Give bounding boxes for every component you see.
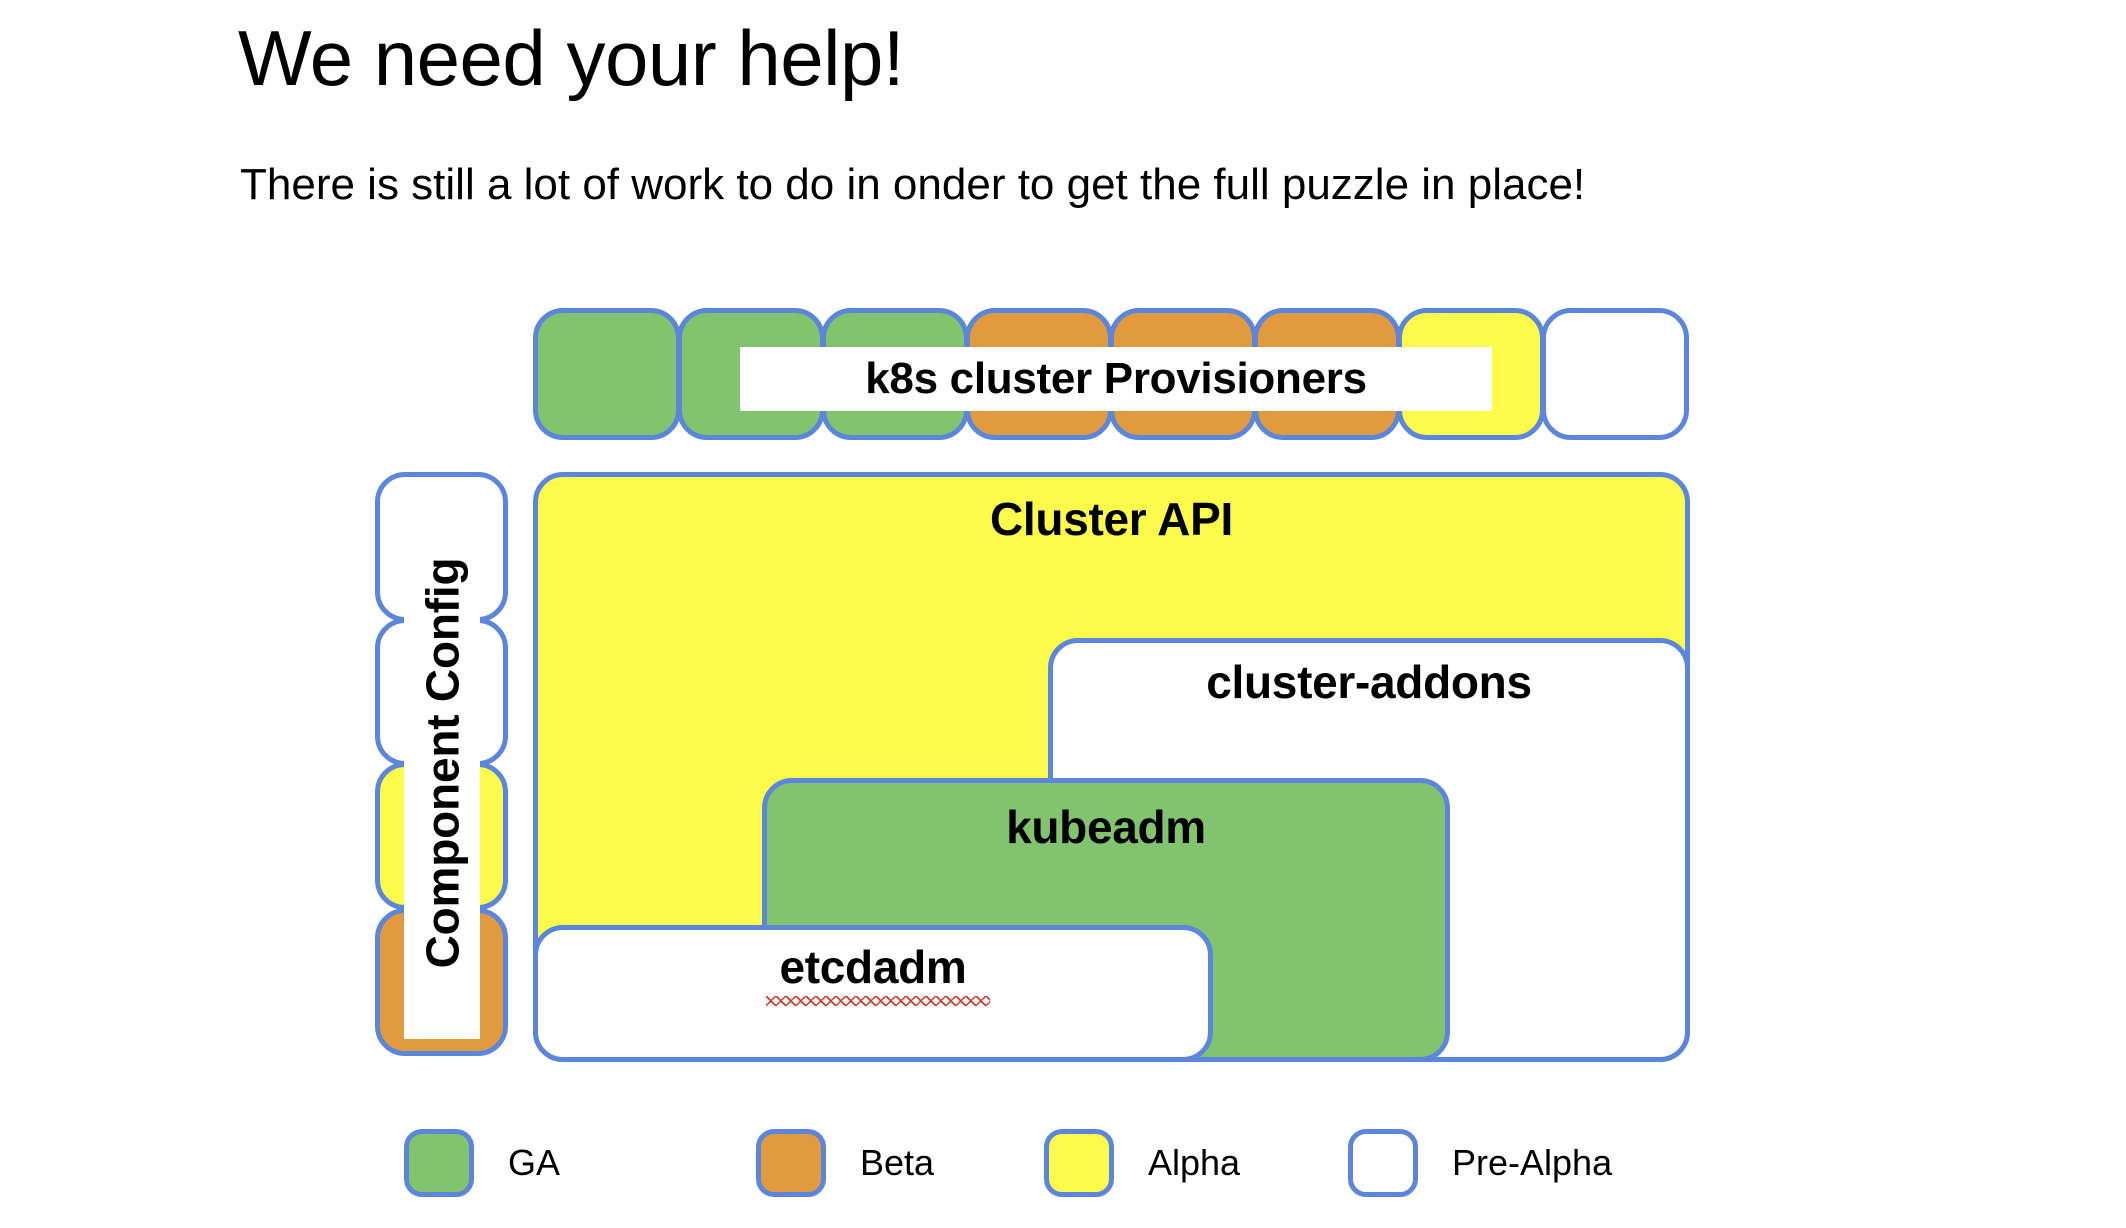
legend-item-ga: GA — [404, 1124, 560, 1202]
legend-swatch-beta — [756, 1129, 826, 1197]
legend-swatch-alpha — [1044, 1129, 1114, 1197]
legend-swatch-prealpha — [1348, 1129, 1418, 1197]
provisioner-box-1-ga — [533, 308, 681, 440]
provisioner-box-8-prealpha — [1541, 308, 1689, 440]
legend-item-beta: Beta — [756, 1124, 934, 1202]
legend-label-beta: Beta — [860, 1142, 935, 1183]
label-cluster-api: Cluster API — [990, 493, 1233, 545]
status-legend: GA Beta Alpha Pre-Alpha — [0, 1124, 2126, 1214]
page-subtitle: There is still a lot of work to do in on… — [240, 160, 1586, 209]
page-title: We need your help! — [238, 14, 905, 102]
legend-item-alpha: Alpha — [1044, 1124, 1240, 1202]
label-cluster-addons: cluster-addons — [1206, 656, 1532, 708]
component-config-label: Component Config — [404, 487, 480, 1039]
label-kubeadm: kubeadm — [1006, 801, 1206, 853]
legend-swatch-ga — [404, 1129, 474, 1197]
spellcheck-squiggle-underline — [766, 996, 990, 1006]
legend-label-ga: GA — [508, 1142, 561, 1183]
legend-item-prealpha: Pre-Alpha — [1348, 1124, 1612, 1202]
legend-label-prealpha: Pre-Alpha — [1452, 1142, 1613, 1183]
label-etcdadm: etcdadm — [779, 941, 967, 993]
component-config-label-text: Component Config — [416, 557, 468, 969]
legend-label-alpha: Alpha — [1148, 1142, 1241, 1183]
main-box-etcdadm — [533, 925, 1213, 1062]
provisioner-row-label: k8s cluster Provisioners — [740, 347, 1492, 411]
